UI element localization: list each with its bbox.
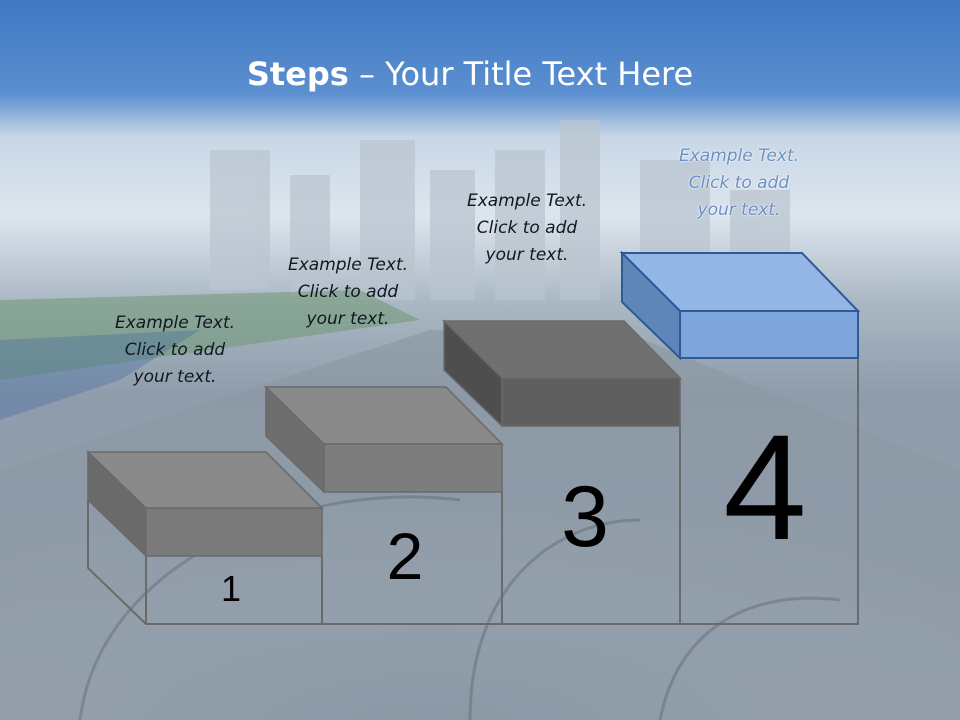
step-2-caption-line-3: your text. [306, 309, 390, 329]
step-1-block[interactable] [86, 450, 324, 558]
title-rest: – Your Title Text Here [348, 55, 694, 93]
step-3-caption[interactable]: Example Text. Click to add your text. [452, 188, 602, 269]
step-4-number: 4 [723, 403, 807, 571]
step-3-block[interactable] [442, 319, 682, 428]
step-1-caption-line-3: your text. [133, 367, 217, 387]
step-4-caption[interactable]: Example Text. Click to add your text. [664, 143, 814, 224]
step-1-caption[interactable]: Example Text. Click to add your text. [100, 310, 250, 391]
step-2-caption-line-2: Click to add [297, 282, 399, 302]
step-4-column [680, 358, 859, 625]
step-2-block[interactable] [264, 385, 504, 494]
step-2-caption[interactable]: Example Text. Click to add your text. [273, 252, 423, 333]
step-3-caption-line-3: your text. [485, 245, 569, 265]
step-4-caption-line-2: Click to add [688, 173, 790, 193]
step-columns [87, 358, 859, 625]
step-2-caption-line-1: Example Text. [287, 255, 409, 275]
step-4-caption-line-3: your text. [697, 200, 781, 220]
step-1-number: 1 [220, 568, 242, 609]
step-1-caption-line-1: Example Text. [114, 313, 236, 333]
step-2-number: 2 [386, 519, 424, 593]
step-3-caption-line-2: Click to add [476, 218, 578, 238]
step-1-caption-line-2: Click to add [124, 340, 226, 360]
slide-title[interactable]: Steps – Your Title Text Here [0, 55, 940, 93]
step-4-block[interactable] [619, 250, 861, 361]
title-bold: Steps [246, 55, 349, 93]
step-3-caption-line-1: Example Text. [466, 191, 588, 211]
step-3-number: 3 [561, 469, 609, 565]
step-4-caption-line-1: Example Text. [678, 146, 800, 166]
